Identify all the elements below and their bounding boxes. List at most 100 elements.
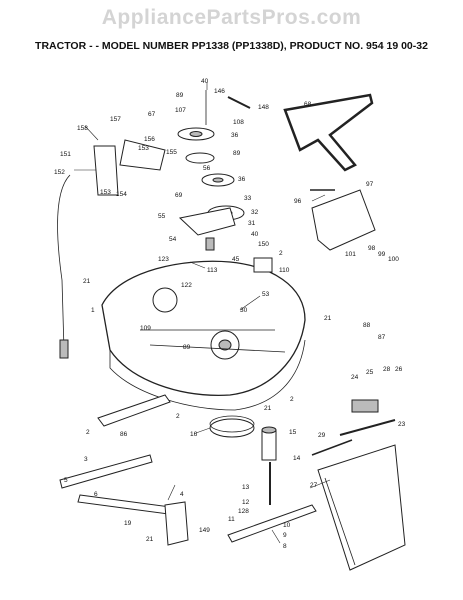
bracket-23 (339, 419, 396, 436)
callout-89: 89 (176, 92, 184, 99)
callout-110: 110 (279, 267, 290, 274)
callout-128: 128 (238, 508, 249, 515)
callout-109: 109 (140, 325, 151, 332)
callout-100: 100 (388, 256, 399, 263)
callout-11: 11 (228, 516, 235, 523)
callout-146: 146 (214, 88, 225, 95)
callout-26: 26 (395, 366, 403, 373)
callout-107: 107 (175, 107, 186, 114)
callout-40-b: 40 (251, 231, 259, 238)
callout-27: 27 (310, 482, 318, 489)
callout-158: 158 (77, 125, 88, 132)
callout-30: 30 (240, 307, 248, 314)
callout-97: 97 (366, 181, 374, 188)
callout-1: 1 (91, 307, 95, 314)
spring-assembly (351, 399, 379, 413)
belt-guard (253, 257, 273, 273)
rod-29 (311, 439, 353, 456)
pulley-36-hub (212, 177, 224, 183)
blade-adapter-ring (209, 418, 255, 438)
callout-32: 32 (251, 209, 259, 216)
callout-29: 29 (318, 432, 326, 439)
callout-23: 23 (398, 421, 406, 428)
callout-31: 31 (248, 220, 256, 227)
callout-152: 152 (54, 169, 65, 176)
callout-12: 12 (242, 499, 250, 506)
control-cable (57, 174, 71, 351)
callout-96: 96 (294, 198, 302, 205)
front-lift-link (59, 454, 153, 489)
callout-150: 150 (258, 241, 269, 248)
callout-9: 9 (283, 532, 287, 539)
leader-lines (74, 82, 331, 544)
callout-28: 28 (383, 366, 391, 373)
callout-86: 86 (120, 431, 128, 438)
callout-2-d: 2 (86, 429, 90, 436)
callout-13: 13 (242, 484, 250, 491)
callout-6: 6 (94, 491, 98, 498)
cable-end (59, 339, 69, 359)
callout-113: 113 (207, 267, 218, 274)
callout-16: 16 (190, 431, 198, 438)
idler-pulley-mid (185, 152, 215, 164)
callout-151: 151 (60, 151, 71, 158)
callout-21: 21 (83, 278, 91, 285)
deck-skirt (109, 339, 306, 411)
mower-blade (227, 504, 317, 543)
callout-24: 24 (351, 374, 359, 381)
deck-spindle-left (152, 287, 178, 313)
callout-8: 8 (283, 543, 287, 550)
callout-108: 108 (233, 119, 244, 126)
callout-157: 157 (110, 116, 121, 123)
callout-123: 123 (158, 256, 169, 263)
callout-10: 10 (283, 522, 291, 529)
mower-deck (101, 260, 306, 396)
clutch-arm (119, 139, 166, 171)
watermark: AppliancePartsPros.com (101, 6, 362, 29)
callout-21-c: 21 (264, 405, 272, 412)
callout-149: 149 (199, 527, 210, 534)
callout-15: 15 (289, 429, 297, 436)
callout-153: 153 (138, 145, 149, 152)
callout-5: 5 (64, 477, 68, 484)
drive-belt (283, 93, 374, 172)
callout-33: 33 (244, 195, 252, 202)
callout-54: 54 (169, 236, 177, 243)
callout-156: 156 (144, 136, 155, 143)
callout-labels: 40 146 89 148 107 108 67 36 157 158 156 … (54, 78, 406, 550)
callout-25: 25 (366, 369, 374, 376)
lift-bracket (164, 501, 189, 546)
deck-pulley-center (218, 339, 232, 351)
callout-14: 14 (293, 455, 301, 462)
washer-stack (205, 237, 215, 251)
callout-98: 98 (368, 245, 376, 252)
callout-55: 55 (158, 213, 166, 220)
callout-56: 56 (203, 165, 211, 172)
grass-chute (317, 444, 406, 571)
callout-40: 40 (201, 78, 209, 85)
callout-101: 101 (345, 251, 356, 258)
callout-53: 53 (262, 291, 270, 298)
clutch-bracket (93, 145, 119, 196)
idler-arm (178, 207, 236, 236)
lift-arm (77, 494, 179, 516)
callout-21-b: 21 (324, 315, 332, 322)
front-hanger (97, 394, 171, 427)
callout-68: 68 (304, 101, 312, 108)
callout-36-b: 36 (238, 176, 246, 183)
discharge-bracket (311, 189, 376, 251)
callout-89-c: 89 (183, 344, 191, 351)
callout-122: 122 (181, 282, 192, 289)
diagram-title: TRACTOR - - MODEL NUMBER PP1338 (PP1338D… (35, 40, 428, 52)
callout-2-b: 2 (290, 396, 294, 403)
callout-69: 69 (175, 192, 183, 199)
callout-2: 2 (279, 250, 283, 257)
callout-99: 99 (378, 251, 386, 258)
callout-154: 154 (116, 191, 127, 198)
callout-148: 148 (258, 104, 269, 111)
callout-4: 4 (180, 491, 184, 498)
callout-2-c: 2 (176, 413, 180, 420)
spring-148 (227, 96, 251, 109)
callout-45: 45 (232, 256, 240, 263)
